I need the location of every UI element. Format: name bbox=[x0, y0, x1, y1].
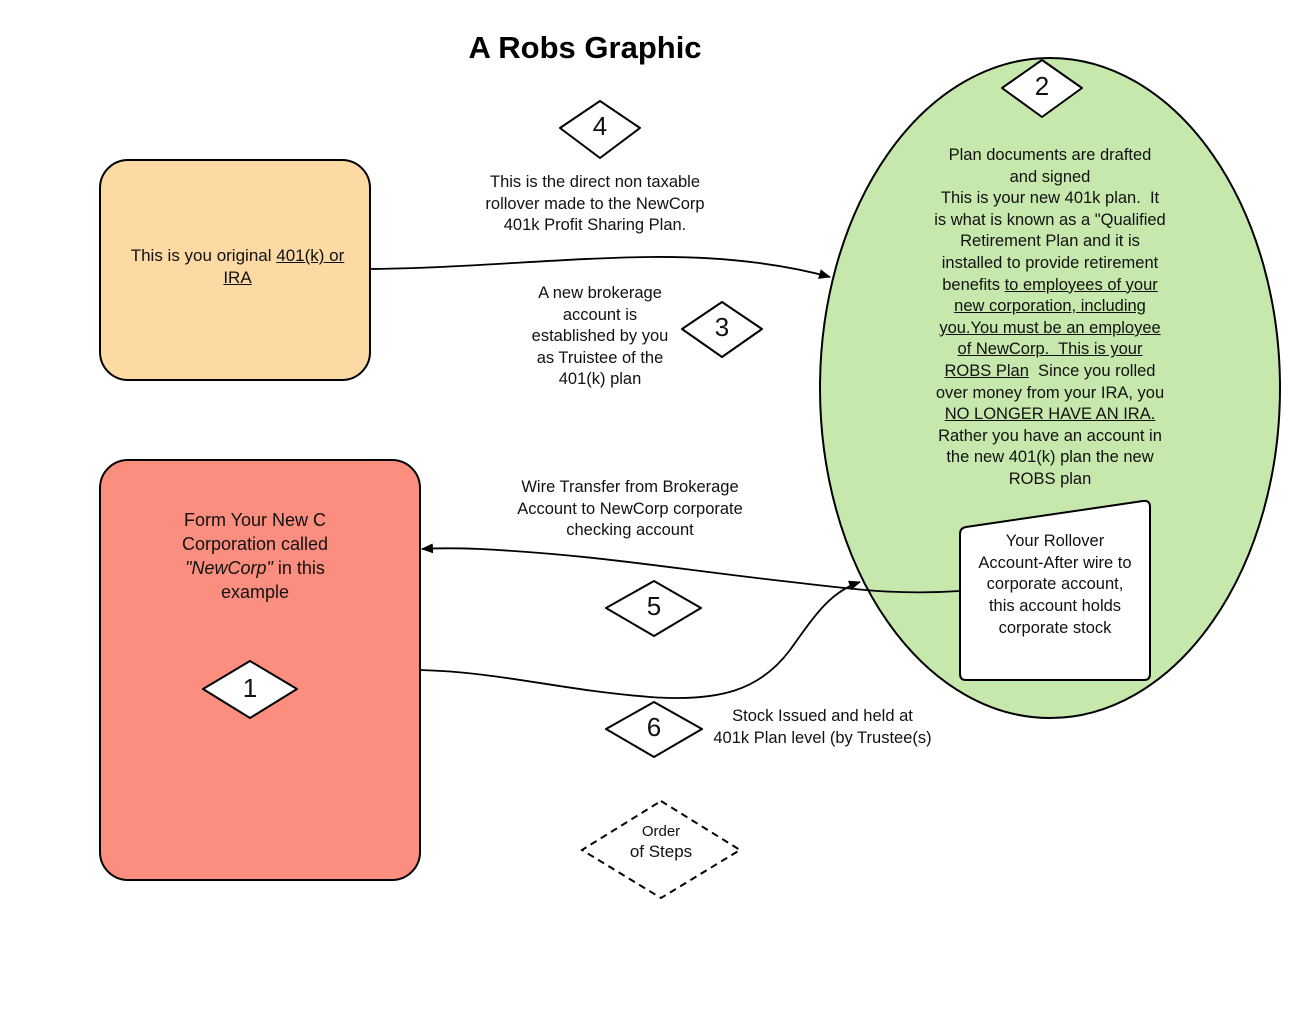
corporation-name: "NewCorp" bbox=[185, 558, 273, 578]
rollover-account-card[interactable] bbox=[959, 499, 1151, 681]
plan-description-line: ROBS plan bbox=[905, 469, 1195, 491]
rollover-arrow bbox=[369, 256, 831, 279]
plan-text: over money from your IRA, you bbox=[935, 383, 1165, 402]
plan-text: benefits bbox=[942, 275, 1005, 294]
plan-emphasis-text: of NewCorp. This is your bbox=[957, 340, 1143, 359]
diagram-title: A Robs Graphic bbox=[468, 30, 702, 65]
step-4-line: 401k Profit Sharing Plan. bbox=[503, 216, 687, 234]
plan-ellipse[interactable] bbox=[819, 57, 1281, 719]
plan-description-line: NO LONGER HAVE AN IRA. bbox=[905, 404, 1195, 426]
step-1-number: 1 bbox=[242, 673, 258, 703]
original-account-underlined-text: 401(k) or IRA bbox=[223, 246, 345, 287]
step-2-diamond bbox=[1001, 59, 1083, 118]
plan-description-line: installed to provide retirement bbox=[905, 253, 1195, 275]
step-3-line: 401(k) plan bbox=[558, 370, 642, 388]
corporation-line-3-rest: in this bbox=[272, 558, 325, 578]
step-3-number: 3 bbox=[714, 312, 730, 342]
step-1-diamond bbox=[202, 660, 298, 719]
step-6-line: Stock Issued and held at bbox=[732, 707, 913, 725]
step-6-number: 6 bbox=[646, 712, 662, 742]
step-6-line: 401k Plan level (by Trustee(s) bbox=[713, 728, 932, 747]
plan-text: Since you rolled bbox=[1028, 361, 1156, 380]
plan-emphasis-text: ROBS Plan bbox=[944, 361, 1029, 380]
step-3-line: A new brokerage bbox=[538, 284, 662, 302]
step-2-number: 2 bbox=[1034, 71, 1050, 101]
rollover-account-line: corporate stock bbox=[998, 618, 1112, 637]
order-of-steps-legend-diamond bbox=[580, 799, 742, 900]
rollover-account-line: corporate account, bbox=[986, 575, 1124, 594]
original-account-box[interactable] bbox=[99, 159, 371, 381]
step-5-line: checking account bbox=[566, 521, 694, 539]
step-3-line: as Truistee of the bbox=[536, 348, 664, 367]
corporation-line-1: Form Your New C bbox=[183, 510, 327, 530]
plan-description-line: is what is known as a "Qualified bbox=[905, 210, 1195, 232]
step-3-line: account is bbox=[562, 305, 638, 324]
corporation-line-4: example bbox=[220, 582, 290, 602]
plan-emphasis-text: NO LONGER HAVE AN IRA. bbox=[944, 405, 1156, 424]
rollover-account-line: Account-After wire to bbox=[978, 553, 1132, 572]
plan-description-line: new corporation, including bbox=[905, 296, 1195, 318]
plan-description-line: This is your new 401k plan. It bbox=[905, 188, 1195, 210]
step-6-description: Stock Issued and held at 401k Plan level … bbox=[690, 706, 955, 749]
plan-description-line: ROBS Plan Since you rolled bbox=[905, 361, 1195, 383]
plan-description-line: over money from your IRA, you bbox=[905, 383, 1195, 405]
order-of-steps-legend: Order of Steps bbox=[601, 822, 721, 862]
plan-description-line: Plan documents are drafted bbox=[905, 145, 1195, 167]
plan-emphasis-text: you.You must be an employee bbox=[939, 318, 1161, 337]
original-account-text: This is you original bbox=[130, 246, 277, 265]
plan-text: and signed bbox=[1009, 167, 1091, 186]
plan-text: ROBS plan bbox=[1008, 469, 1092, 488]
plan-description-line: the new 401(k) plan the new bbox=[905, 447, 1195, 469]
plan-description-line: and signed bbox=[905, 167, 1195, 189]
plan-text: Plan documents are drafted bbox=[948, 146, 1152, 164]
corporation-line-2: Corporation called bbox=[181, 534, 329, 554]
corporation-label: Form Your New C Corporation called "NewC… bbox=[130, 508, 380, 604]
step-6-diamond bbox=[605, 701, 703, 758]
corporation-line-3: "NewCorp" in this bbox=[130, 556, 380, 580]
plan-text: This is your new 401k plan. It bbox=[940, 189, 1160, 208]
step-3-description: A new brokerage account is established by … bbox=[505, 283, 695, 391]
plan-description-line: you.You must be an employee bbox=[905, 318, 1195, 340]
step-5-line: Account to NewCorp corporate bbox=[517, 499, 743, 518]
step-4-line: This is the direct non taxable bbox=[489, 173, 701, 191]
plan-text: Retirement Plan and it is bbox=[960, 232, 1140, 251]
plan-emphasis-text: new corporation, including bbox=[954, 297, 1146, 316]
plan-description-line: Retirement Plan and it is bbox=[905, 231, 1195, 253]
plan-emphasis-text: to employees of your bbox=[1004, 275, 1158, 294]
original-account-label: This is you original 401(k) or IRA bbox=[115, 245, 360, 288]
legend-line-2: of Steps bbox=[629, 842, 693, 861]
plan-text: is what is known as a "Qualified bbox=[934, 210, 1166, 229]
legend-line-1: Order bbox=[641, 823, 681, 840]
step-4-diamond bbox=[559, 100, 641, 159]
plan-description-line: of NewCorp. This is your bbox=[905, 339, 1195, 361]
step-3-line: established by you bbox=[531, 327, 669, 345]
step-4-description: This is the direct non taxable rollover m… bbox=[460, 172, 730, 237]
plan-description-line: Rather you have an account in bbox=[905, 426, 1195, 448]
plan-text: Rather you have an account in bbox=[938, 426, 1162, 445]
rollover-account-line: Your Rollover bbox=[1005, 532, 1105, 550]
plan-text: the new 401(k) plan the new bbox=[946, 448, 1154, 467]
step-3-diamond bbox=[681, 301, 763, 358]
stock-issued-arrow bbox=[419, 580, 861, 699]
step-5-diamond bbox=[605, 580, 702, 637]
plan-text: installed to provide retirement bbox=[941, 253, 1159, 272]
rollover-account-line: this account holds bbox=[988, 597, 1122, 616]
step-5-number: 5 bbox=[646, 591, 662, 621]
wire-transfer-arrow bbox=[421, 543, 961, 594]
step-5-line: Wire Transfer from Brokerage bbox=[521, 478, 739, 496]
step-4-number: 4 bbox=[592, 111, 608, 141]
step-4-line: rollover made to the NewCorp bbox=[485, 194, 705, 213]
plan-description-line: benefits to employees of your bbox=[905, 275, 1195, 297]
